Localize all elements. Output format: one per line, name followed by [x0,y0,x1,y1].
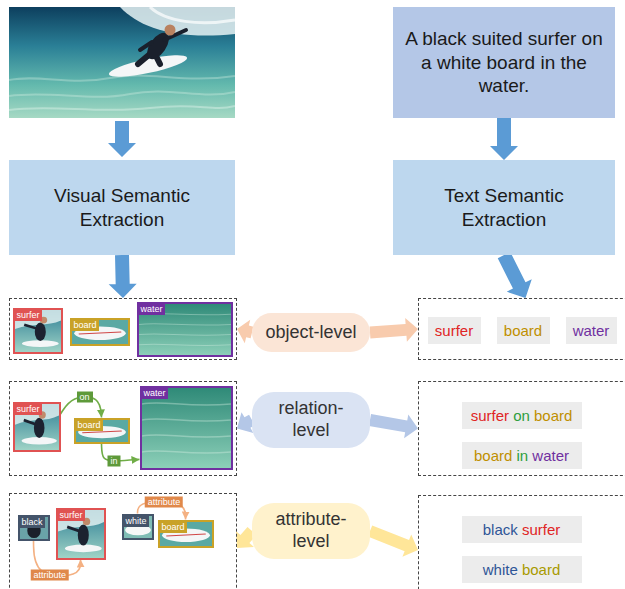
phrase-word: water [573,322,610,339]
phrase-word: black [483,521,522,538]
region-tag: white [124,516,149,527]
block-arrow [490,118,518,160]
phrase-text: board in water [474,447,569,464]
region-tag: board [160,522,187,533]
phrase-word: board [534,407,572,424]
phrase-chip: black surfer [462,516,582,543]
region-group: surfer board water [9,298,237,360]
phrase-word: board [504,322,542,339]
region-tag: black [20,517,45,528]
phrase-group: surfer board water [418,298,625,360]
phrase-group: black surfer white board [418,495,625,589]
process-box: Text Semantic Extraction [393,160,615,255]
phrase-word: white [483,561,522,578]
relation-label: in [107,455,120,466]
relation-label: attribute [31,569,70,580]
phrase-text: white board [483,561,561,578]
phrase-text: board [504,322,542,339]
region-tag: surfer [15,404,42,415]
phrase-chip: surfer on board [462,402,582,429]
phrase-chip: white board [462,556,582,583]
block-arrow [369,414,418,438]
block-arrow [109,255,137,298]
region-crop: water [140,386,233,470]
block-arrow [368,525,418,556]
phrase-text: black surfer [483,521,561,538]
phrase-word: water [532,447,569,464]
region-crop: white [122,514,154,540]
region-group: surfer board water [9,381,237,476]
phrase-word: surfer [435,322,473,339]
node-label: A black suited surfer on a white board i… [403,27,605,98]
phrase-word: surfer [471,407,514,424]
phrase-chip: surfer [428,317,481,344]
region-crop: surfer [13,308,63,354]
phrase-chip: board [497,317,550,344]
node-label: attribute-level [262,509,360,552]
surf-photo [9,7,235,118]
phrase-word: surfer [522,521,560,538]
phrase-word: board [474,447,517,464]
node-label: object-level [265,322,356,344]
caption-box: A black suited surfer on a white board i… [393,7,615,118]
region-tag: surfer [58,510,85,521]
region-crop: surfer [56,508,106,560]
phrase-chip: water [566,317,617,344]
phrase-chip: board in water [462,442,582,469]
relation-label: attribute [145,496,184,507]
relation-label: on [77,391,93,402]
region-tag: surfer [15,310,42,321]
level-pill: relation-level [252,392,370,448]
flow-arrow [108,121,136,157]
level-pill: attribute-level [252,503,370,559]
region-image [142,388,231,468]
region-tag: board [76,420,103,431]
phrase-word: on [513,407,534,424]
block-arrow [370,318,418,342]
phrase-text: surfer on board [471,407,573,424]
region-crop: water [137,302,233,357]
node-label: relation-level [262,398,360,441]
region-tag: water [139,304,165,315]
phrase-text: water [573,322,610,339]
phrase-group: surfer on boardboard in water [418,381,625,476]
region-tag: water [142,388,168,399]
block-arrow [498,252,532,298]
phrase-word: board [522,561,560,578]
region-tag: board [72,320,99,331]
level-pill: object-level [252,313,370,352]
node-label: Text Semantic Extraction [403,184,605,232]
block-arrow [237,320,253,343]
region-crop: board [74,418,130,444]
phrase-text: surfer [435,322,473,339]
region-crop: board [158,520,214,548]
region-crop: board [70,318,130,346]
node-label: Visual Semantic Extraction [19,184,225,232]
region-crop: surfer [13,402,61,452]
process-box: Visual Semantic Extraction [9,160,235,255]
region-crop: black [18,515,50,541]
phrase-word: in [517,447,533,464]
